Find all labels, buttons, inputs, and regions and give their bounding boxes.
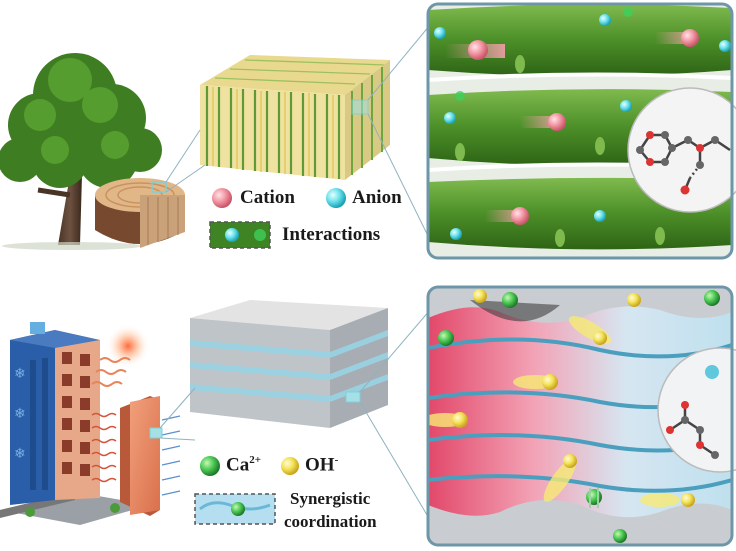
anion-legend-icon: [326, 188, 346, 208]
cation-label: Cation: [240, 187, 295, 208]
svg-text:❄: ❄: [14, 406, 26, 422]
tree-illustration: [0, 53, 162, 250]
sun-heat-icon: [91, 324, 150, 387]
hydroxide-label: OH-: [305, 454, 338, 476]
molecule-inset-bottom: [657, 347, 736, 473]
svg-text:❄: ❄: [14, 366, 26, 382]
calcium-charge: 2+: [249, 454, 262, 466]
calcium-base: Ca: [226, 454, 250, 476]
wall-panel: [91, 396, 181, 516]
layered-block: [190, 300, 388, 428]
legend-bottom: [194, 456, 299, 525]
wood-channel-panel: [426, 2, 736, 260]
ion-channel-panel: [426, 285, 736, 547]
zoom-lines-bottom: [159, 309, 431, 521]
synergistic-label-line1: Synergistic: [290, 489, 371, 508]
svg-text:❄: ❄: [14, 446, 26, 462]
legend-top: [209, 188, 346, 249]
calcium-legend-icon: [200, 456, 220, 476]
calcium-label: Ca2+: [226, 454, 261, 476]
interactions-label: Interactions: [282, 224, 381, 245]
synergistic-label-line2: coordination: [284, 512, 377, 531]
hydroxide-charge: -: [334, 454, 339, 466]
hydroxide-base: OH: [305, 454, 335, 476]
molecule-inset-top: [627, 87, 736, 213]
anion-label: Anion: [352, 187, 402, 208]
wood-fiber-block: [200, 55, 390, 180]
wood-log: [95, 178, 185, 248]
cation-legend-icon: [212, 188, 232, 208]
zoom-lines-top: [165, 24, 431, 241]
building-illustration: ❄ ❄ ❄: [0, 322, 150, 525]
hydroxide-legend-icon: [281, 457, 299, 475]
